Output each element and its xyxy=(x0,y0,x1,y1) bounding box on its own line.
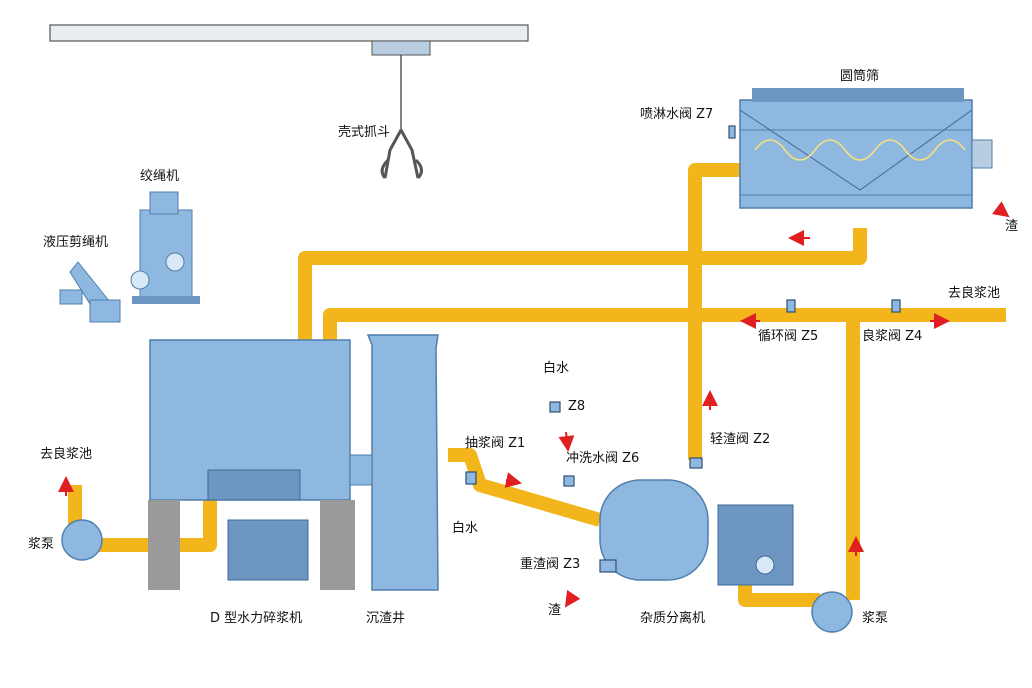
label-residue-right: 渣 xyxy=(1005,219,1018,234)
valve-z8 xyxy=(549,401,561,413)
label-spray-valve: 喷淋水阀 Z7 xyxy=(640,107,713,122)
pump-left xyxy=(61,519,103,561)
grab-bucket xyxy=(380,129,423,180)
label-light-residue-valve: 轻渣阀 Z2 xyxy=(710,432,770,447)
label-z8: Z8 xyxy=(568,399,585,414)
pipe-network xyxy=(68,163,1006,607)
label-circulation-valve: 循环阀 Z5 xyxy=(758,329,818,344)
crane-rail xyxy=(49,24,529,130)
valve-z5 xyxy=(786,299,796,313)
flow-arrows xyxy=(58,201,1010,608)
pulper xyxy=(148,339,355,590)
label-good-pulp-pool-right: 去良浆池 xyxy=(948,285,1000,301)
label-white-water-well: 白水 xyxy=(452,520,478,536)
pipe-return-upper xyxy=(298,228,867,350)
rope-cutter xyxy=(59,261,121,323)
pipe-left-pump xyxy=(68,485,217,552)
drum-screen xyxy=(739,88,993,209)
label-settling-well: 沉渣井 xyxy=(366,611,405,626)
valve-z7 xyxy=(728,125,736,139)
label-grab-bucket: 壳式抓斗 xyxy=(338,125,390,140)
separator xyxy=(599,479,794,586)
labels: 壳式抓斗 绞绳机 液压剪绳机 圆筒筛 喷淋水阀 Z7 渣 去良浆池 循环阀 Z5… xyxy=(28,68,1018,626)
label-pump-right: 浆泵 xyxy=(862,611,888,626)
label-heavy-residue-valve: 重渣阀 Z3 xyxy=(520,556,580,572)
label-winch: 绞绳机 xyxy=(140,168,179,184)
label-suction-valve: 抽浆阀 Z1 xyxy=(465,436,525,451)
label-residue-bottom: 渣 xyxy=(548,603,561,618)
pipe-light-residue xyxy=(688,163,740,460)
valves xyxy=(465,125,901,573)
pipe-suction xyxy=(448,448,602,527)
valve-z2 xyxy=(689,457,703,469)
label-flush-valve: 冲洗水阀 Z6 xyxy=(566,451,639,466)
label-good-pulp-pool-left: 去良浆池 xyxy=(40,446,92,462)
valve-z4 xyxy=(891,299,901,313)
pump-right xyxy=(811,591,853,633)
label-rope-cutter: 液压剪绳机 xyxy=(43,234,108,250)
settling-well xyxy=(349,334,439,591)
label-pulper: D 型水力碎浆机 xyxy=(210,611,302,626)
valve-z3 xyxy=(599,559,617,573)
label-drum-screen: 圆筒筛 xyxy=(840,68,879,84)
valve-z1 xyxy=(465,471,477,485)
label-pump-left: 浆泵 xyxy=(28,537,54,552)
label-separator: 杂质分离机 xyxy=(640,610,705,626)
label-white-water-top: 白水 xyxy=(543,360,569,376)
label-good-pulp-valve: 良浆阀 Z4 xyxy=(862,328,922,344)
valve-z6 xyxy=(563,475,575,487)
pipe-return-lower xyxy=(323,308,1006,350)
winch xyxy=(130,191,200,304)
